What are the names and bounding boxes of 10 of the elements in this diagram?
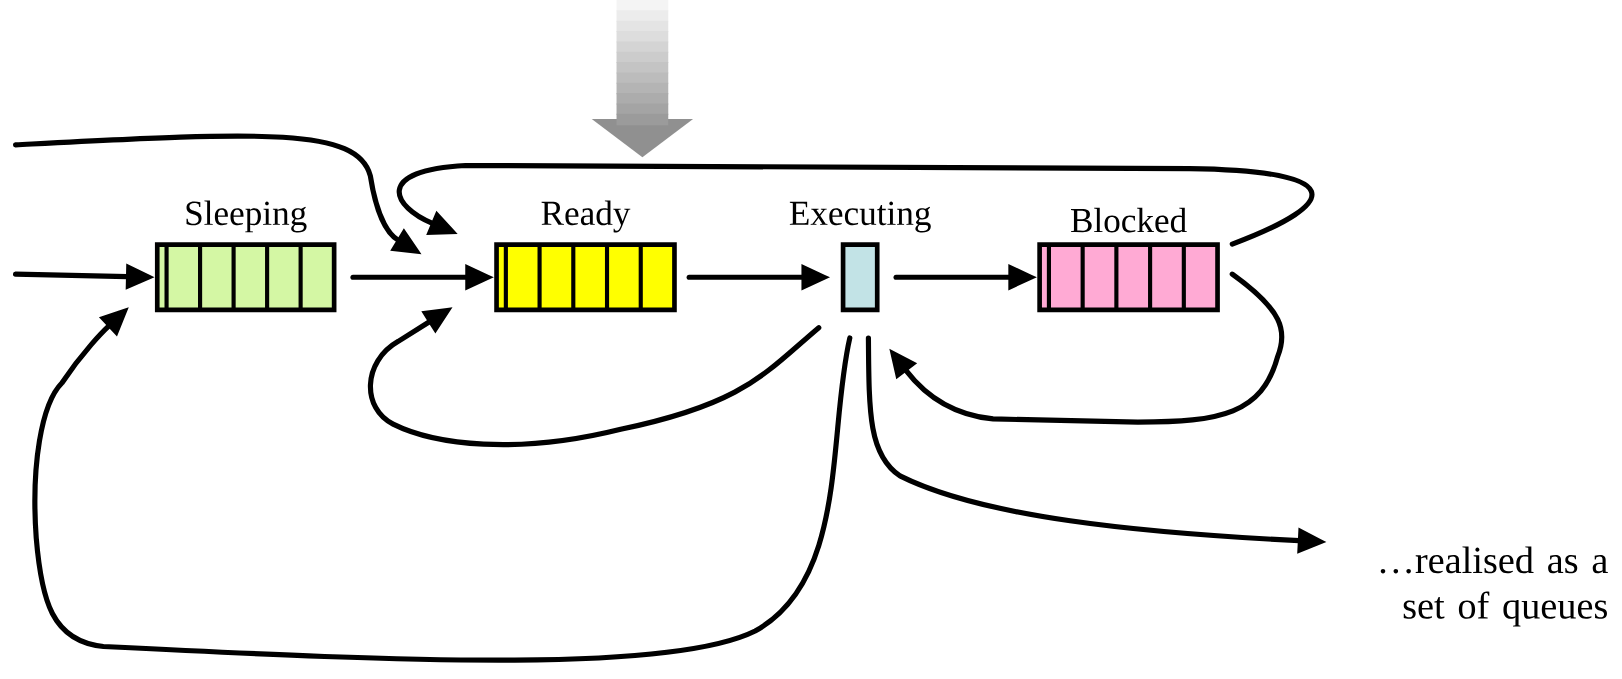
node-label: Ready <box>541 200 631 233</box>
queue: Sleeping <box>154 200 337 313</box>
queue: Blocked <box>1037 207 1220 313</box>
arrow <box>396 163 1314 247</box>
node-label: Sleeping <box>186 200 307 233</box>
queue: Ready <box>494 200 677 313</box>
note-text: …realised as a set of queues <box>1380 546 1608 627</box>
queue: Executing <box>789 201 931 313</box>
node-label: Executing <box>789 201 931 233</box>
node-label: Blocked <box>1070 207 1187 233</box>
